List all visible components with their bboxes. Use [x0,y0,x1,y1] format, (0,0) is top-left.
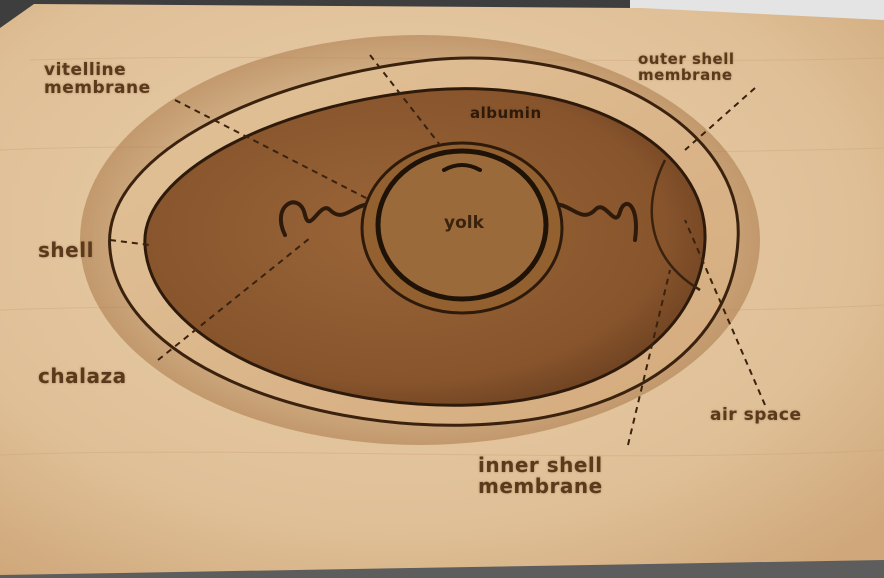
leader-shell [109,239,151,246]
label-shell: shell [38,238,94,262]
label-vitelline-membrane: vitelline membrane [44,60,151,98]
label-outer-shell-membrane: outer shell membrane [638,50,735,84]
leader-vitelline [174,99,371,201]
leader-albumin [369,54,441,146]
leader-air-space [684,219,766,406]
label-yolk: yolk [444,213,484,233]
leader-inner-shell [627,269,671,446]
label-inner-shell-membrane: inner shell membrane [478,453,603,498]
chalaza-right [548,201,638,242]
yolk-circle [375,148,549,302]
germinal-disc [442,163,482,172]
label-air-space: air space [710,405,802,425]
air-space-line [650,159,701,292]
label-chalaza: chalaza [38,364,127,388]
leader-outer-shell [684,87,756,151]
chalaza-left [278,200,377,237]
label-albumin: albumin [470,104,542,122]
